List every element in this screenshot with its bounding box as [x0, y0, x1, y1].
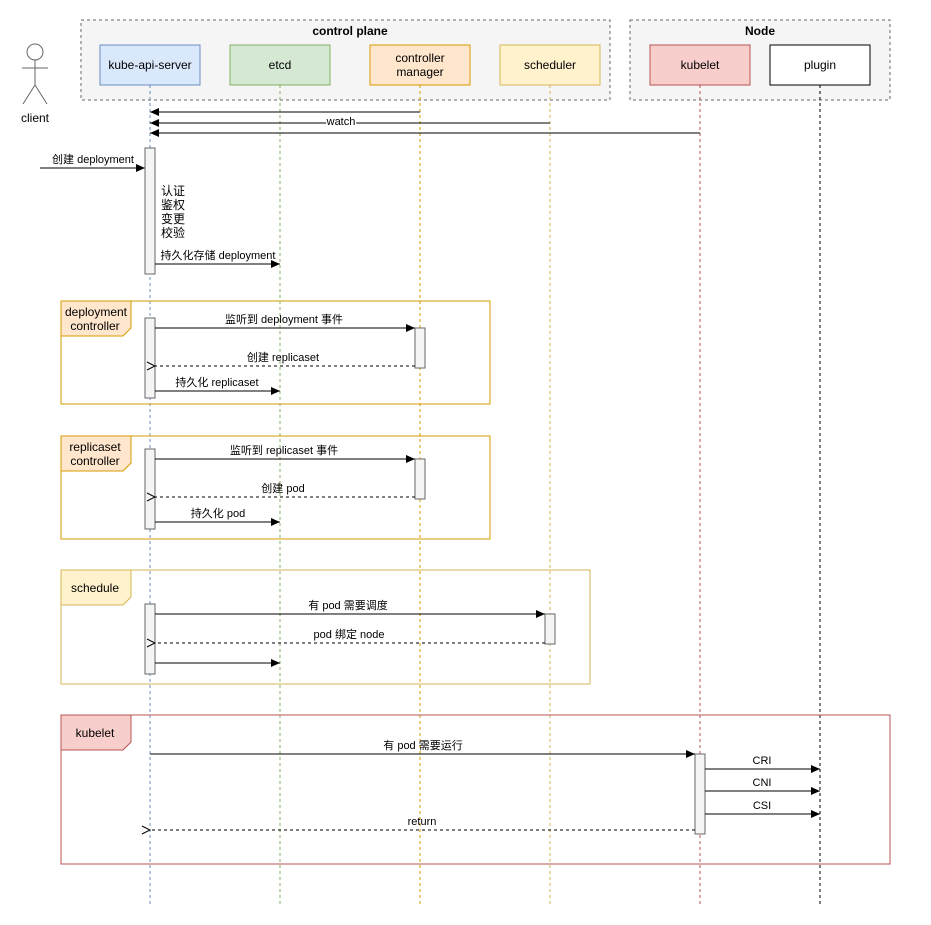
deployment-controller-title-2: controller	[70, 319, 119, 333]
kubelet-label: kubelet	[681, 58, 720, 72]
node-label: Node	[745, 24, 775, 38]
watch-label: watch	[326, 116, 356, 128]
participant-api: kube-api-server	[99, 44, 201, 86]
cm-activation-1	[414, 327, 426, 369]
scheduler-activation	[544, 613, 556, 645]
replicaset-controller-title-2: controller	[70, 454, 119, 468]
kubelet-activation	[694, 753, 706, 835]
replicaset-controller-title-1: replicaset	[69, 440, 121, 454]
return-label: return	[408, 816, 437, 828]
etcd-label: etcd	[269, 58, 292, 72]
deployment-controller-title-1: deployment	[65, 305, 128, 319]
check-validate: 校验	[161, 225, 185, 240]
participant-kubelet: kubelet	[649, 44, 751, 86]
pod-needs-run-label: 有 pod 需要运行	[383, 738, 462, 752]
cm-activation-2	[414, 458, 426, 500]
client-label: client	[21, 111, 50, 125]
watch-messages: watch	[150, 108, 700, 137]
cm-label-1: controller	[395, 51, 444, 65]
create-pod-label: 创建 pod	[261, 481, 304, 495]
check-mutate: 变更	[161, 211, 185, 226]
create-replicaset-label: 创建 replicaset	[247, 350, 319, 364]
persist-deployment-label: 持久化存储 deployment	[161, 248, 276, 262]
cri-label: CRI	[753, 755, 772, 767]
participant-scheduler: scheduler	[499, 44, 601, 86]
replicaset-controller-frame: replicaset controller 监听到 replicaset 事件 …	[60, 435, 491, 540]
client-actor: client	[21, 43, 50, 125]
kubelet-frame: kubelet 有 pod 需要运行 CRI CNI CSI return	[60, 714, 891, 865]
api-activation-4	[144, 603, 156, 675]
participant-etcd: etcd	[229, 44, 331, 86]
scheduler-label: scheduler	[524, 58, 576, 72]
api-label: kube-api-server	[108, 58, 191, 72]
participant-controller-manager: controller manager	[369, 44, 471, 86]
participant-plugin: plugin	[769, 44, 871, 86]
check-authn: 认证	[161, 184, 185, 198]
create-deployment-section: 创建 deployment 认证 鉴权 变更 校验 持久化存储 deployme…	[40, 147, 280, 275]
api-activation-1	[144, 147, 156, 275]
watch-deployment-label: 监听到 deployment 事件	[225, 313, 343, 326]
pod-bind-node-label: pod 绑定 node	[314, 627, 385, 641]
check-authz: 鉴权	[161, 198, 185, 212]
persist-replicaset-label: 持久化 replicaset	[175, 375, 258, 389]
api-activation-3	[144, 448, 156, 530]
lifelines	[149, 85, 821, 905]
schedule-title: schedule	[71, 581, 119, 595]
watch-replicaset-label: 监听到 replicaset 事件	[230, 444, 338, 457]
cm-label-2: manager	[396, 65, 443, 79]
deployment-controller-frame: deployment controller 监听到 deployment 事件 …	[60, 300, 491, 405]
cni-label: CNI	[753, 777, 772, 789]
csi-label: CSI	[753, 800, 771, 812]
kubelet-frame-title: kubelet	[76, 726, 115, 740]
schedule-frame: schedule 有 pod 需要调度 pod 绑定 node	[60, 569, 591, 685]
create-deployment-label: 创建 deployment	[52, 152, 134, 166]
pod-needs-schedule-label: 有 pod 需要调度	[308, 598, 387, 612]
api-activation-2	[144, 317, 156, 399]
control-plane-label: control plane	[312, 24, 388, 38]
plugin-label: plugin	[804, 58, 836, 72]
persist-pod-label: 持久化 pod	[191, 506, 245, 520]
